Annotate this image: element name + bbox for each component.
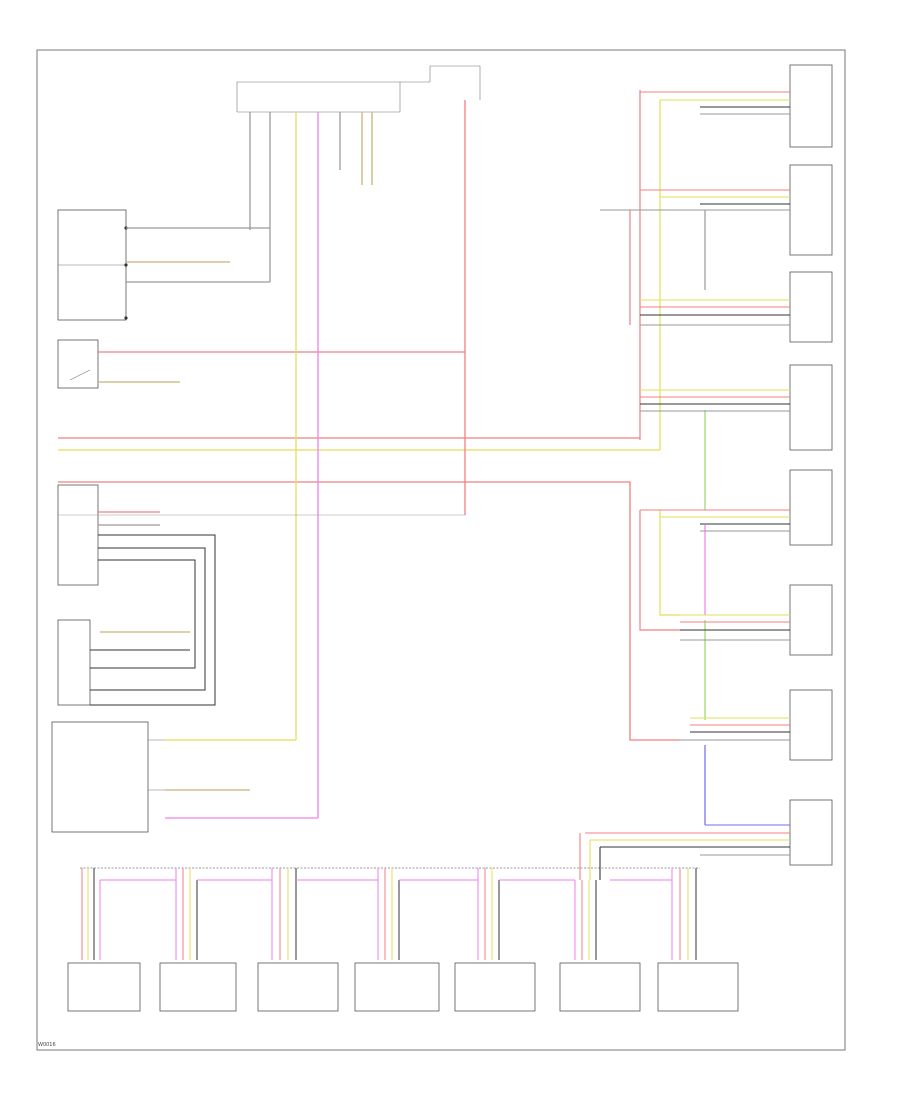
bottom-module-row: [67, 868, 739, 1012]
left-module-b: [57, 484, 99, 586]
footer-code: W0016: [38, 1042, 56, 1048]
horizontal-wires: [58, 227, 680, 819]
right-module-column: [789, 64, 833, 866]
bottom-module-3: [257, 868, 339, 1012]
bottom-module-6: [559, 880, 641, 1012]
bottom-module-2: [159, 868, 237, 1012]
right-wire-bundles: [585, 91, 790, 856]
diagram-frame: [36, 49, 846, 1051]
bottom-module-4: [354, 868, 440, 1012]
left-module-d: [51, 721, 165, 833]
left-module-c: [57, 619, 91, 706]
bottom-module-1: [67, 868, 141, 1012]
left-black-harness: [90, 534, 216, 706]
vertical-wires: [58, 100, 466, 818]
left-relay-block: [57, 209, 128, 321]
right-bus: [629, 90, 706, 825]
bottom-module-7: [657, 868, 739, 1012]
left-module-a: [57, 339, 99, 389]
bottom-module-5: [454, 868, 536, 1012]
top-junction-block: ​: [236, 65, 481, 113]
